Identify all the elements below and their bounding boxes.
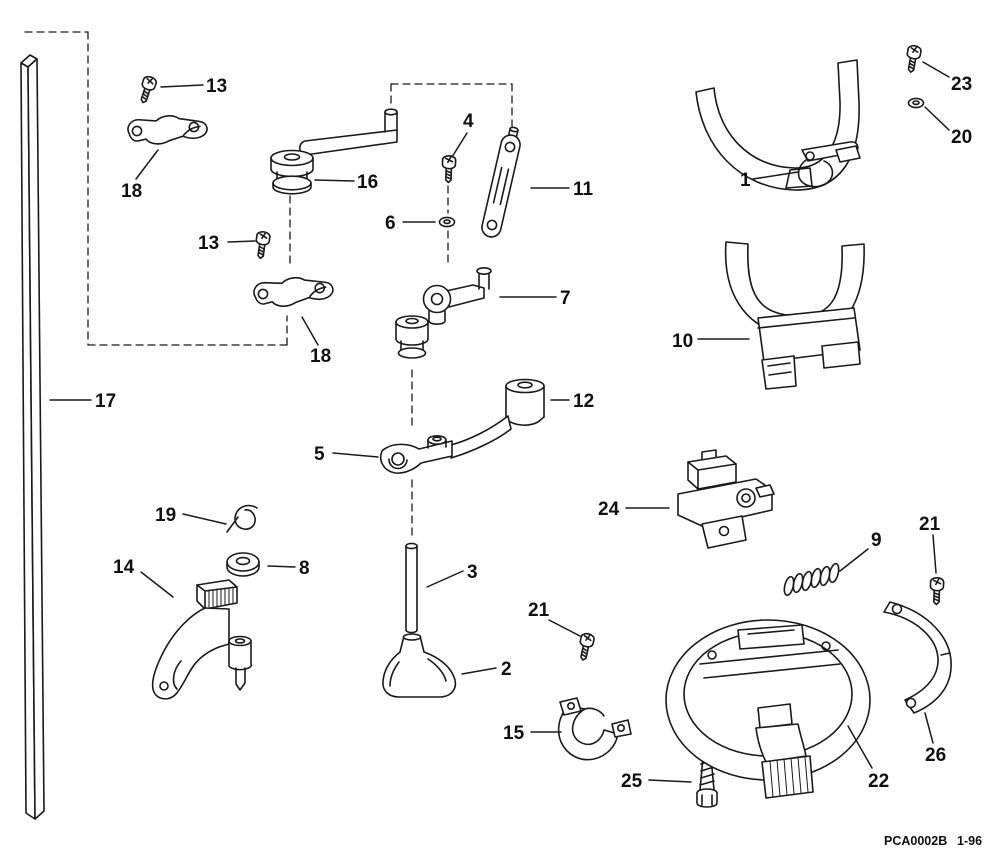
callout-5: 5 (314, 444, 325, 465)
part-24-latch (677, 449, 775, 549)
leader-8 (267, 565, 296, 568)
callout-17: 17 (95, 391, 116, 412)
part-13-screw-lower (253, 230, 272, 261)
leader-19 (182, 513, 227, 525)
callout-9: 9 (871, 530, 882, 551)
callout-12: 12 (573, 391, 594, 412)
part-19-clip (226, 504, 258, 533)
callout-16: 16 (357, 172, 378, 193)
leader-20 (924, 106, 950, 131)
callout-1: 1 (740, 170, 751, 191)
part-21-screw-right (929, 576, 945, 606)
part-7-cam-arm (395, 266, 492, 359)
callout-22: 22 (868, 771, 889, 792)
leader-23 (922, 61, 950, 78)
leader-3 (426, 570, 464, 588)
leader-13-lower (227, 240, 256, 243)
part-8-grommet (226, 552, 260, 577)
drawing-revision: 1-96 (957, 834, 982, 848)
leader-9 (839, 548, 869, 572)
part-14-bracket (151, 579, 253, 700)
callout-18-lower: 18 (310, 346, 331, 367)
part-18-lever-upper (126, 111, 209, 148)
part-20-washer (907, 97, 925, 109)
leader-18-lower (301, 316, 319, 346)
part-12-bushing (450, 378, 545, 459)
drawing-code: PCA0002B (884, 834, 947, 848)
callout-26: 26 (925, 745, 946, 766)
part-23-screw (903, 43, 923, 75)
callout-19: 19 (155, 505, 176, 526)
part-3-rod (405, 542, 418, 634)
leader-22 (847, 725, 873, 769)
leader-16 (314, 179, 355, 182)
callout-23: 23 (951, 74, 972, 95)
callout-11: 11 (573, 179, 594, 200)
part-18-lever-lower (251, 271, 336, 311)
callout-10: 10 (672, 331, 693, 352)
leader-26 (924, 712, 934, 744)
callout-7: 7 (560, 288, 571, 309)
leader-25 (648, 779, 692, 783)
callout-2: 2 (501, 659, 512, 680)
callout-24: 24 (598, 499, 620, 520)
part-16-link-arm (270, 108, 398, 195)
callout-18-upper: 18 (121, 181, 142, 202)
part-2-boot (382, 633, 457, 698)
callout-6: 6 (385, 213, 396, 234)
callout-4: 4 (463, 111, 474, 132)
part-11-link (481, 126, 521, 238)
part-26-segment (883, 601, 952, 714)
callout-13-upper: 13 (206, 76, 227, 97)
leader-14 (140, 571, 174, 598)
part-15-clamp (557, 697, 632, 761)
leader-4 (451, 132, 468, 158)
callout-labels: 13 18 16 4 11 6 13 18 7 12 5 17 19 8 14 … (95, 74, 972, 792)
part-4-screw (441, 154, 457, 184)
leader-2 (461, 667, 497, 675)
part-21-screw-left (575, 631, 596, 663)
part-17-shaft (20, 54, 45, 820)
callout-3: 3 (467, 562, 478, 583)
part-10-yoke (724, 241, 865, 390)
callout-14: 14 (113, 557, 135, 578)
callout-25: 25 (621, 771, 643, 792)
leader-18-upper (135, 149, 159, 180)
leader-13-upper (160, 84, 204, 88)
callout-8: 8 (299, 558, 310, 579)
leader-1 (752, 171, 799, 180)
assembly-guide-lines (24, 31, 513, 541)
part-6-washer (438, 216, 456, 228)
part-22-housing (665, 619, 871, 799)
part-25-screw (696, 750, 718, 808)
callout-20: 20 (951, 127, 972, 148)
footer: PCA0002B 1-96 (884, 834, 982, 848)
leader-5 (332, 452, 379, 458)
part-1-shift-yoke (695, 59, 861, 191)
leader-21-left (548, 619, 581, 637)
part-13-screw-upper (135, 74, 159, 106)
part-5-arm (379, 434, 453, 474)
callout-15: 15 (503, 723, 525, 744)
callout-21-left: 21 (528, 600, 550, 621)
part-9-spring (783, 562, 840, 597)
leader-21-right (932, 534, 937, 574)
callout-13-lower: 13 (198, 233, 219, 254)
callout-21-right: 21 (919, 514, 941, 535)
leader-lines (49, 61, 950, 783)
